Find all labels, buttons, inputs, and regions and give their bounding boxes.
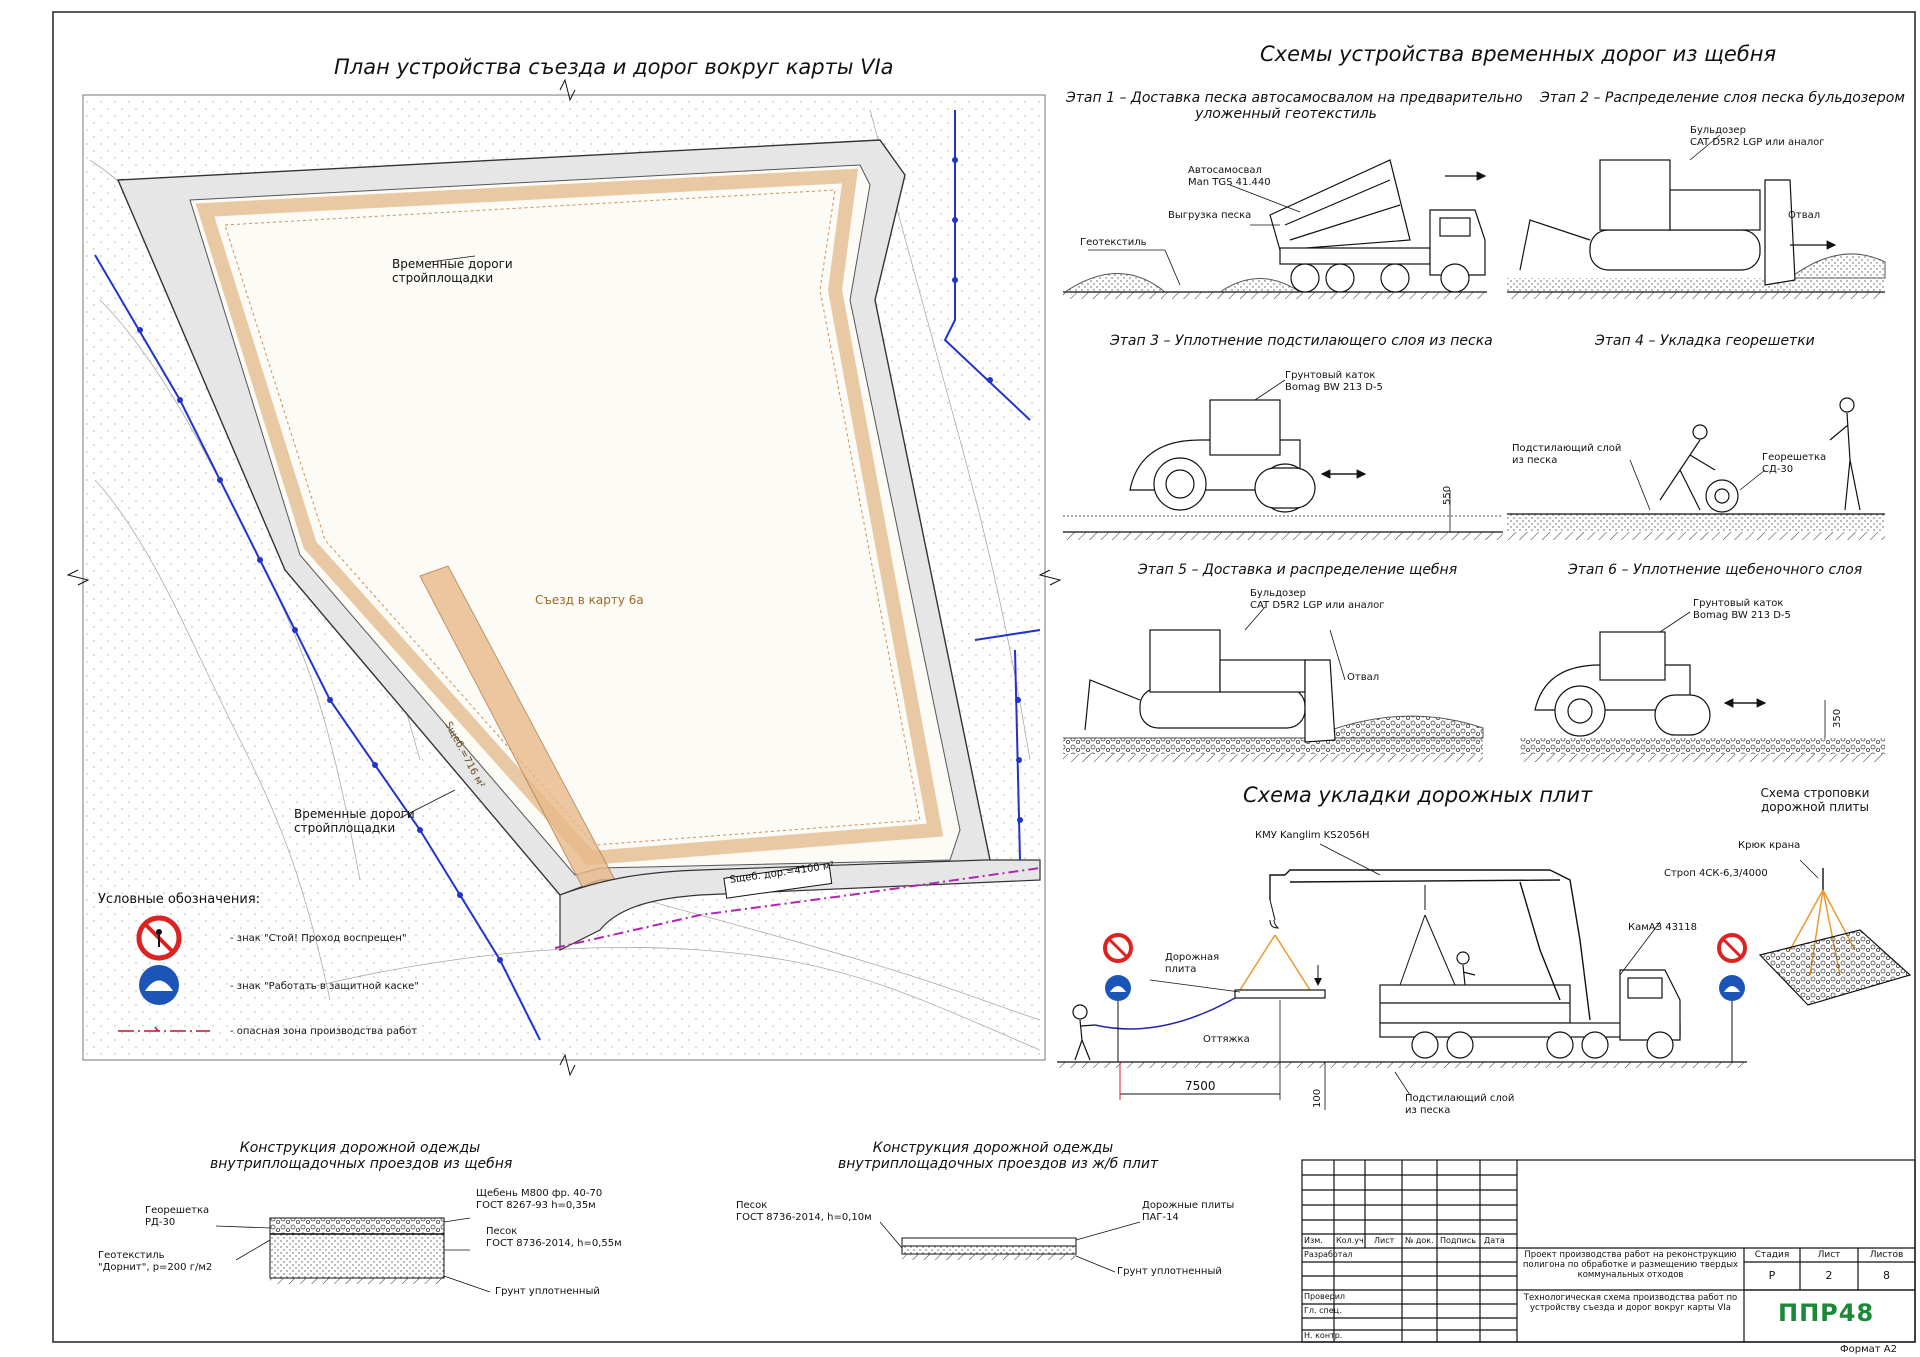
gravel-stages — [1063, 134, 1886, 762]
stage-1-label-geotextile: Геотекстиль — [1080, 237, 1147, 248]
stamp-row-checked: Проверил — [1304, 1292, 1346, 1301]
slabs-label-guy: Оттяжка — [1203, 1034, 1250, 1045]
slabs-dim-thickness: 100 — [1312, 1088, 1323, 1108]
stamp-col-kol: Кол.уч — [1336, 1236, 1364, 1245]
legend-item-hard-hat: - знак "Работать в защитной каске" — [230, 981, 419, 992]
stamp-h-stage: Стадия — [1754, 1250, 1790, 1260]
slinging-scheme — [1758, 859, 1912, 1006]
stamp-h-sheet: Лист — [1817, 1250, 1841, 1260]
stamp-project: Проект производства работ на реконструкц… — [1522, 1250, 1739, 1281]
plan-label-ramp: Съезд в карту 6а — [535, 593, 644, 607]
stage-6-dim: 350 — [1832, 708, 1843, 728]
stamp-v-stage: Р — [1768, 1269, 1776, 1282]
stamp-h-sheets: Листов — [1869, 1250, 1904, 1260]
title-block — [1301, 1159, 1916, 1343]
slabs-label-crane: КМУ Kanglim KS2056H — [1255, 830, 1370, 841]
sling-label-hook: Крюк крана — [1738, 840, 1801, 851]
legend-title: Условные обозначения: — [98, 892, 261, 907]
site-plan — [66, 78, 1062, 1077]
plan-title: План устройства съезда и дорог вокруг ка… — [334, 55, 894, 79]
slab-laying-scheme — [1057, 843, 1747, 1110]
stage-1-label-unload: Выгрузка песка — [1168, 210, 1252, 221]
legend-item-no-entry: - знак "Стой! Проход воспрещен" — [230, 933, 407, 944]
stage-5-label-blade: Отвал — [1347, 672, 1380, 683]
section-gravel-r3: Грунт уплотненный — [495, 1286, 600, 1297]
stamp-col-date: Дата — [1484, 1236, 1505, 1245]
stamp-row-norm: Н. контр. — [1304, 1331, 1343, 1340]
sheet-frame — [52, 11, 1916, 1343]
company-logo: ППР48 — [1778, 1299, 1875, 1327]
stamp-col-sign: Подпись — [1440, 1236, 1476, 1245]
stamp-col-list: Лист — [1374, 1236, 1395, 1245]
stage-2-title: Этап 2 – Распределение слоя песка бульдо… — [1540, 90, 1905, 106]
stage-3-dim: 550 — [1442, 485, 1453, 505]
slabs-label-truck: КамАЗ 43118 — [1628, 922, 1698, 933]
stamp-col-doc: № док. — [1405, 1236, 1434, 1245]
section-slab-r2: Грунт уплотненный — [1117, 1266, 1222, 1277]
stage-2-label-blade: Отвал — [1788, 210, 1821, 221]
stage-1-title: Этап 1 – Доставка песка автосамосвалом н… — [1066, 90, 1523, 123]
legend-item-danger-zone: - опасная зона производства работ — [230, 1026, 418, 1037]
stage-5-title: Этап 5 – Доставка и распределение щебня — [1138, 562, 1458, 578]
slabs-title: Схема укладки дорожных плит — [1243, 783, 1593, 807]
section-gravel-l2: Геотекстиль"Дорнит", p=200 г/м2 — [98, 1250, 213, 1273]
section-slab — [879, 1221, 1141, 1273]
slabs-dim-length: 7500 — [1185, 1079, 1216, 1093]
stage-4-title: Этап 4 – Укладка георешетки — [1595, 333, 1815, 349]
stage-6-title: Этап 6 – Уплотнение щебеночного слоя — [1568, 562, 1863, 578]
stamp-v-sheets: 8 — [1883, 1269, 1890, 1282]
stamp-v-sheet: 2 — [1825, 1269, 1833, 1282]
stamp-row-developed: Разработал — [1304, 1250, 1353, 1259]
section-gravel — [215, 1217, 491, 1293]
stamp-col-izm: Изм. — [1304, 1236, 1323, 1245]
stamp-row-chief: Гл. спец. — [1304, 1306, 1342, 1315]
paper-format: Формат А2 — [1840, 1344, 1897, 1355]
stamp-sheet-title: Технологическая схема производства работ… — [1523, 1293, 1738, 1314]
stage-3-title: Этап 3 – Уплотнение подстилающего слоя и… — [1110, 333, 1493, 349]
sling-label-sling: Строп 4СК-6,3/4000 — [1664, 868, 1768, 879]
legend-icons — [118, 915, 210, 1032]
gravel-title: Схемы устройства временных дорог из щебн… — [1260, 42, 1777, 66]
